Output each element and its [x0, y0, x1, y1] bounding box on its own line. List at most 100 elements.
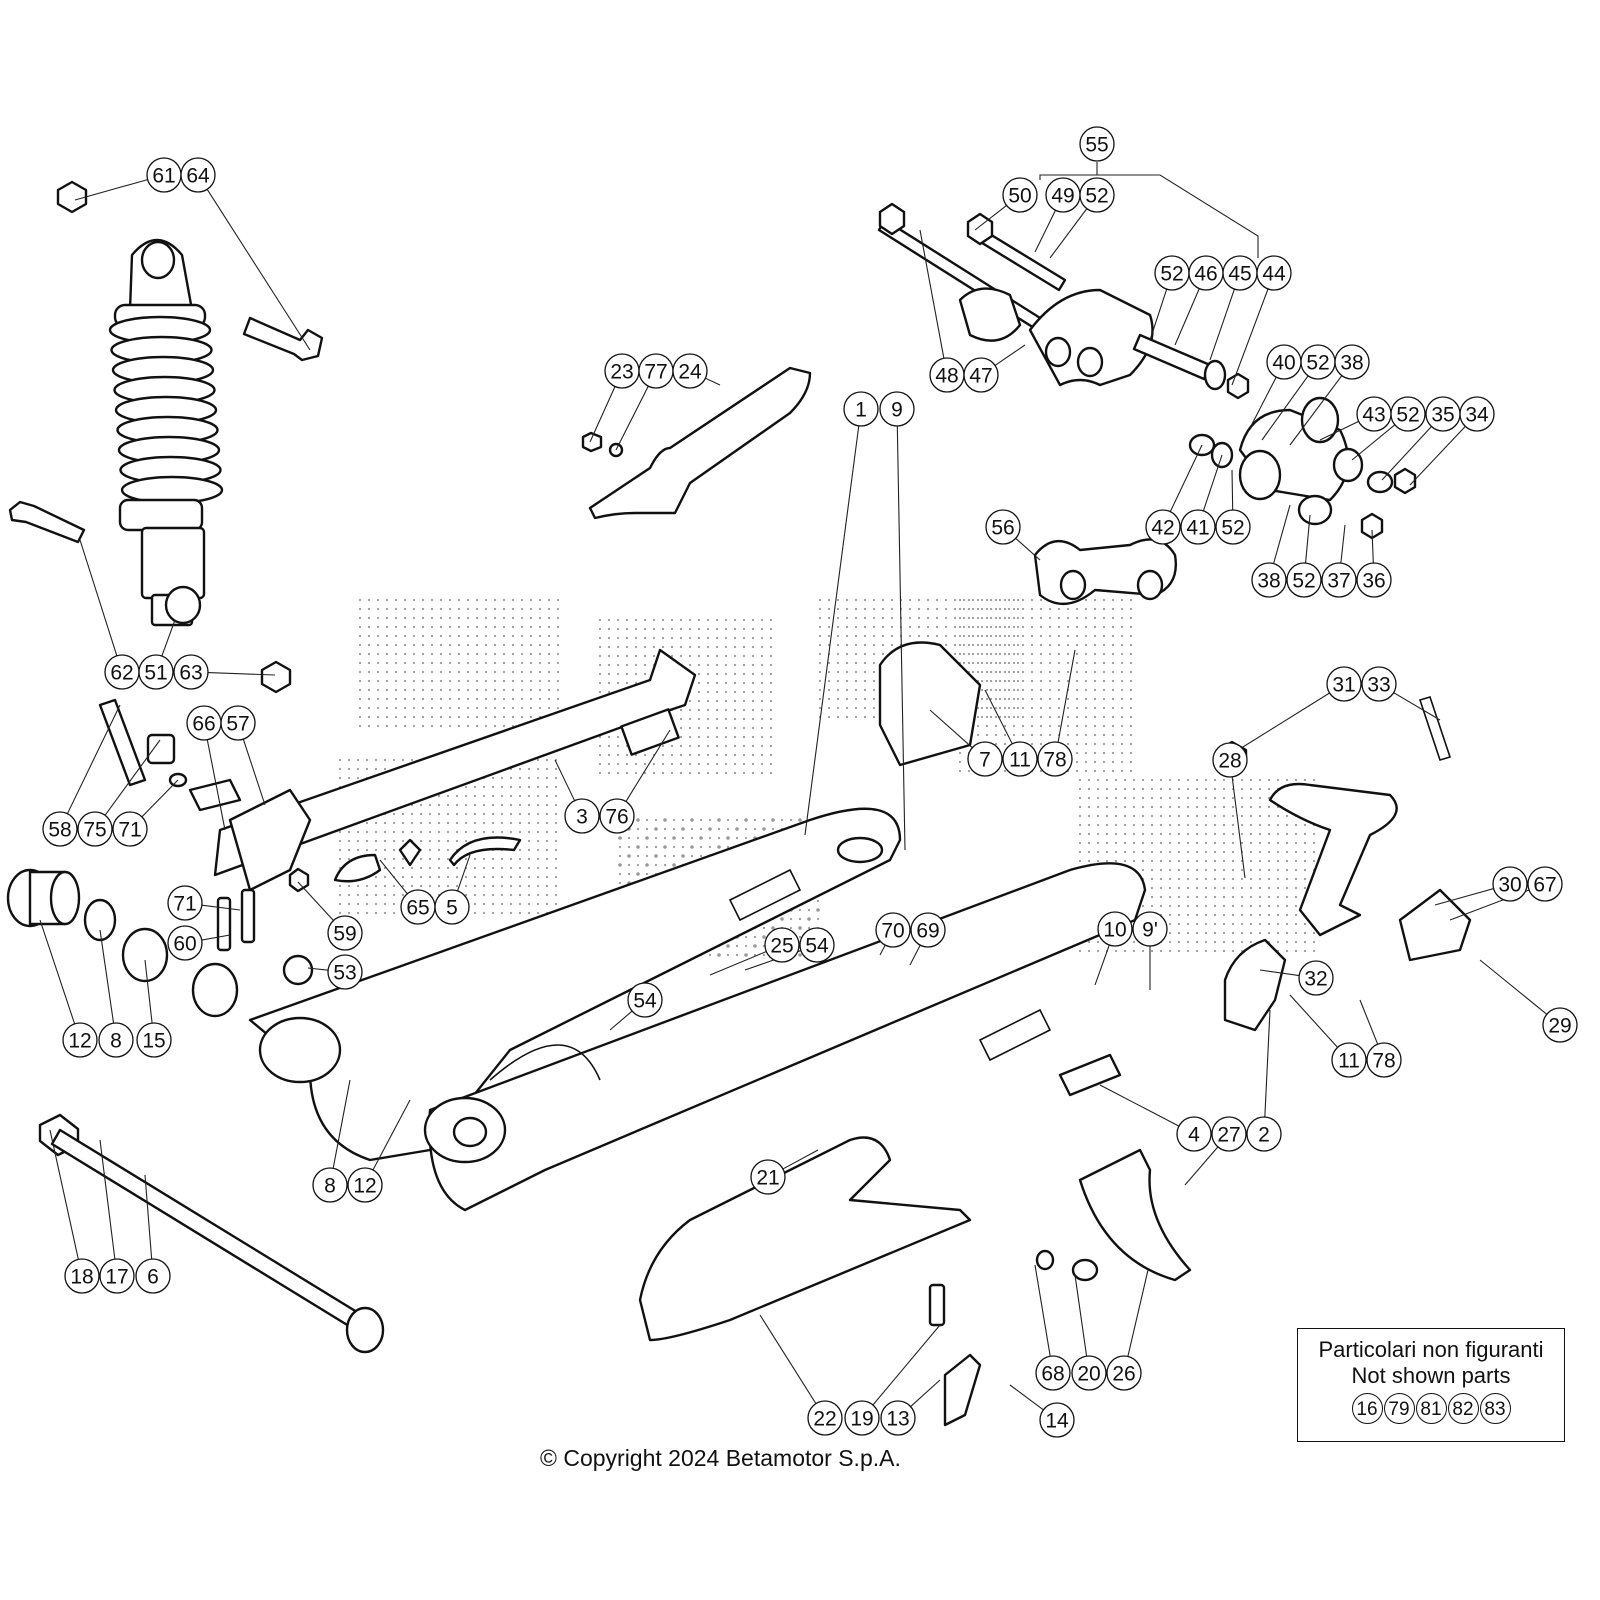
part-callout[interactable]: 49	[1045, 177, 1081, 213]
part-callout[interactable]: 19	[844, 1400, 880, 1436]
part-callout[interactable]: 10	[1097, 911, 1133, 947]
watermark-dot	[385, 598, 389, 602]
part-callout[interactable]: 11	[1002, 741, 1038, 777]
part-callout[interactable]: 5	[434, 889, 470, 925]
part-callout[interactable]: 36	[1356, 562, 1392, 598]
part-callout[interactable]: 66	[186, 705, 222, 741]
part-callout[interactable]: 45	[1222, 255, 1258, 291]
part-callout[interactable]: 47	[963, 357, 999, 393]
part-callout[interactable]: 59	[327, 915, 363, 951]
part-callout[interactable]: 14	[1039, 1402, 1075, 1438]
part-callout[interactable]: 23	[604, 353, 640, 389]
part-callout[interactable]: 71	[167, 885, 203, 921]
part-callout[interactable]: 76	[599, 798, 635, 834]
part-callout[interactable]: 65	[400, 889, 436, 925]
part-callout[interactable]: 48	[929, 357, 965, 393]
part-callout[interactable]: 70	[875, 912, 911, 948]
part-callout[interactable]: 44	[1256, 255, 1292, 291]
part-callout[interactable]: 2	[1246, 1116, 1282, 1152]
part-callout[interactable]: 56	[985, 509, 1021, 545]
part-callout[interactable]: 55	[1079, 126, 1115, 162]
part-callout[interactable]: 46	[1188, 255, 1224, 291]
part-callout[interactable]: 12	[347, 1167, 383, 1203]
part-callout[interactable]: 50	[1002, 177, 1038, 213]
watermark-dot	[742, 717, 746, 721]
part-callout[interactable]: 9	[879, 391, 915, 427]
part-callout[interactable]: 18	[64, 1258, 100, 1294]
part-callout[interactable]: 29	[1542, 1007, 1578, 1043]
part-callout[interactable]: 13	[880, 1400, 916, 1436]
part-callout[interactable]: 69	[910, 912, 946, 948]
part-callout[interactable]: 41	[1180, 509, 1216, 545]
part-callout[interactable]: 7	[967, 741, 1003, 777]
part-callout[interactable]: 4	[1176, 1116, 1212, 1152]
part-callout[interactable]: 42	[1145, 509, 1181, 545]
part-callout[interactable]: 67	[1527, 866, 1563, 902]
part-callout[interactable]: 52	[1390, 396, 1426, 432]
part-callout[interactable]: 31	[1326, 666, 1362, 702]
part-callout[interactable]: 78	[1366, 1042, 1402, 1078]
part-callout[interactable]: 77	[638, 353, 674, 389]
watermark-dot	[663, 854, 667, 858]
part-callout[interactable]: 63	[173, 654, 209, 690]
part-callout[interactable]: 52	[1215, 509, 1251, 545]
part-callout[interactable]: 38	[1334, 344, 1370, 380]
watermark-dot	[1231, 922, 1235, 926]
part-callout[interactable]: 33	[1361, 666, 1397, 702]
part-callout[interactable]: 54	[627, 982, 663, 1018]
watermark-dot	[679, 762, 683, 766]
part-callout[interactable]: 12	[62, 1022, 98, 1058]
part-callout[interactable]: 34	[1459, 396, 1495, 432]
part-callout[interactable]: 52	[1079, 177, 1115, 213]
part-callout[interactable]: 68	[1035, 1355, 1071, 1391]
part-callout[interactable]: 52	[1286, 562, 1322, 598]
part-callout[interactable]: 9'	[1132, 911, 1168, 947]
part-callout[interactable]: 40	[1266, 344, 1302, 380]
callout-part-number: 33	[1367, 674, 1390, 697]
part-callout[interactable]: 43	[1356, 396, 1392, 432]
part-callout[interactable]: 32	[1298, 960, 1334, 996]
part-callout[interactable]: 71	[112, 811, 148, 847]
part-callout[interactable]: 37	[1321, 562, 1357, 598]
part-callout[interactable]: 25	[764, 927, 800, 963]
part-callout[interactable]: 22	[807, 1400, 843, 1436]
part-callout[interactable]: 24	[672, 353, 708, 389]
part-callout[interactable]: 28	[1212, 742, 1248, 778]
part-callout[interactable]: 58	[42, 811, 78, 847]
watermark-dot	[971, 616, 975, 620]
part-callout[interactable]: 75	[77, 811, 113, 847]
part-callout[interactable]: 26	[1106, 1355, 1142, 1391]
part-callout[interactable]: 53	[327, 954, 363, 990]
watermark-dot	[446, 875, 450, 879]
part-callout[interactable]: 3	[564, 798, 600, 834]
leader-line	[207, 672, 276, 676]
watermark-dot	[1132, 814, 1136, 818]
part-callout[interactable]: 27	[1211, 1116, 1247, 1152]
part-callout[interactable]: 38	[1251, 562, 1287, 598]
part-callout[interactable]: 1	[843, 391, 879, 427]
part-callout[interactable]: 8	[312, 1167, 348, 1203]
watermark-dot	[994, 625, 998, 629]
part-callout[interactable]: 60	[167, 925, 203, 961]
watermark-dot	[1102, 652, 1106, 656]
part-callout[interactable]: 51	[138, 654, 174, 690]
part-callout[interactable]: 11	[1331, 1042, 1367, 1078]
part-callout[interactable]: 64	[180, 157, 216, 193]
part-callout[interactable]: 54	[799, 927, 835, 963]
part-callout[interactable]: 6	[135, 1258, 171, 1294]
part-callout[interactable]: 78	[1037, 741, 1073, 777]
part-callout[interactable]: 52	[1154, 255, 1190, 291]
part-callout[interactable]: 61	[146, 157, 182, 193]
part-callout[interactable]: 62	[104, 654, 140, 690]
watermark-dot	[881, 643, 885, 647]
leader-line	[1249, 376, 1277, 429]
part-callout[interactable]: 8	[98, 1022, 134, 1058]
part-callout[interactable]: 17	[99, 1258, 135, 1294]
part-callout[interactable]: 15	[136, 1022, 172, 1058]
part-callout[interactable]: 21	[750, 1159, 786, 1195]
part-callout[interactable]: 30	[1492, 866, 1528, 902]
part-callout[interactable]: 52	[1300, 344, 1336, 380]
part-callout[interactable]: 35	[1425, 396, 1461, 432]
part-callout[interactable]: 20	[1071, 1355, 1107, 1391]
part-callout[interactable]: 57	[220, 705, 256, 741]
